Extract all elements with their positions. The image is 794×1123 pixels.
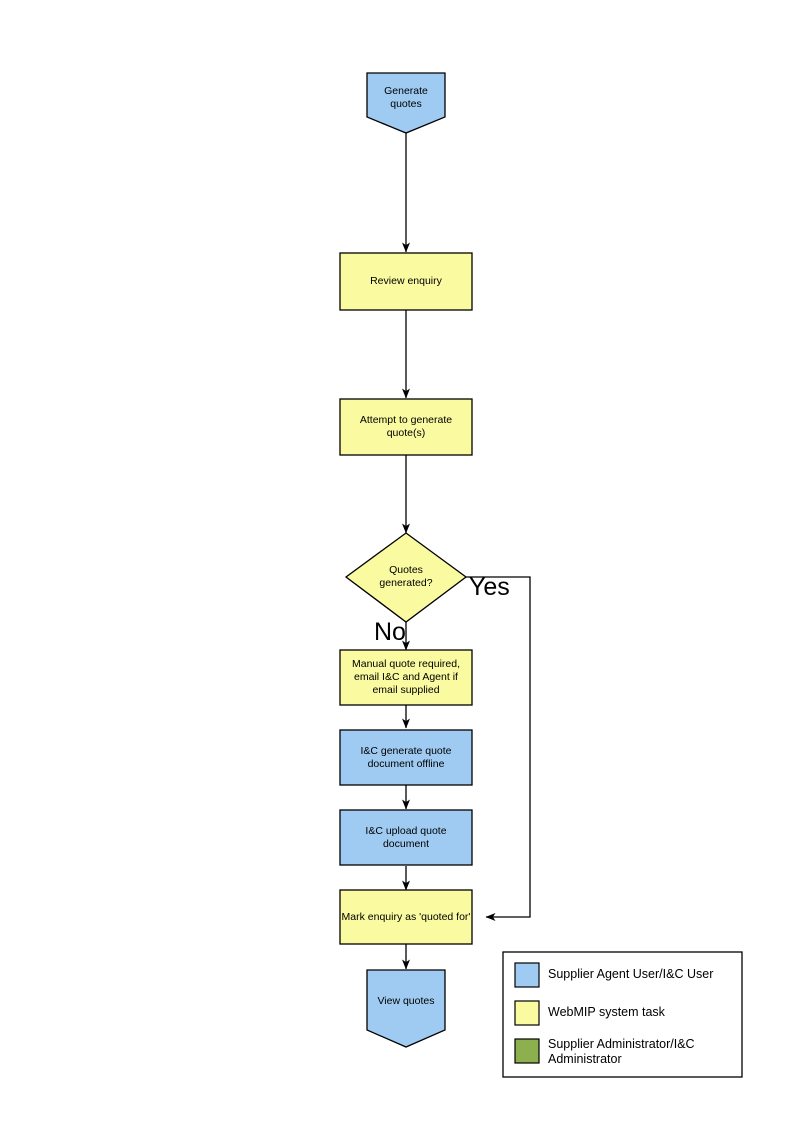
node-mark-enquiry-quoted-for[interactable] (339, 889, 473, 945)
node-quotes-generated-decision[interactable] (344, 532, 468, 623)
edge-label-yes: Yes (469, 573, 510, 601)
node-review-enquiry[interactable] (339, 252, 473, 311)
legend-label-supplier-agent: Supplier Agent User/I&C User (548, 967, 714, 981)
edge-decision-yes-to-mark (466, 576, 531, 921)
node-view-quotes[interactable] (366, 969, 446, 1048)
legend-frame (502, 951, 743, 1078)
edge-label-no: No (374, 618, 406, 646)
node-attempt-generate-quotes[interactable] (339, 398, 473, 456)
legend-swatch-supplier-admin (514, 1038, 540, 1064)
legend-label-supplier-admin: Supplier Administrator/I&C Administrator (548, 1037, 695, 1066)
legend-swatch-supplier-agent (514, 962, 540, 988)
legend-label-webmip-task: WebMIP system task (548, 1005, 665, 1019)
node-ic-generate-quote-offline[interactable] (339, 729, 473, 786)
node-manual-quote-required[interactable] (339, 649, 473, 706)
node-ic-upload-quote-document[interactable] (339, 809, 473, 866)
node-generate-quotes[interactable] (366, 72, 446, 134)
legend-swatch-webmip-task (514, 1000, 540, 1026)
